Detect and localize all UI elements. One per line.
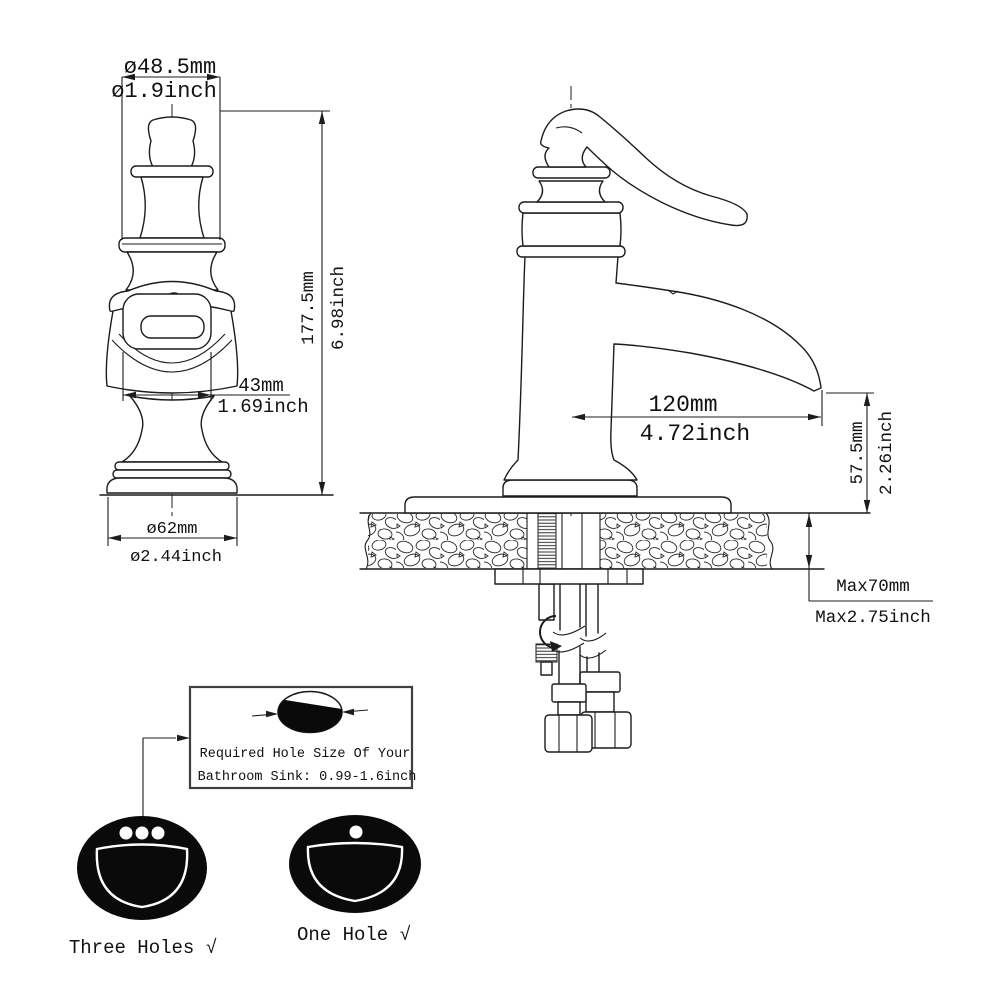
body-and-spout xyxy=(503,255,822,481)
side-view: 120mm 4.72inch 57.5mm 2.26inch Max70mm M… xyxy=(359,86,933,753)
dim-spout-reach: 120mm 4.72inch xyxy=(572,390,823,447)
front-view: ø48.5mm ø1.9inch 177.5mm 6.98inch 43mm 1… xyxy=(99,55,349,567)
note-line1: Required Hole Size Of Your xyxy=(200,747,411,762)
dim-spout-height-inch: 2.26inch xyxy=(877,411,897,495)
dim-base-width-inch: ø2.44inch xyxy=(130,548,222,567)
deck-plate xyxy=(404,496,732,514)
side-handle xyxy=(539,108,748,227)
side-body xyxy=(404,108,822,514)
countertop xyxy=(359,512,871,570)
dim-base-width-mm: ø62mm xyxy=(146,520,197,539)
three-hole-sink-icon xyxy=(77,816,207,920)
note-line2: Bathroom Sink: 0.99-1.6inch xyxy=(198,770,417,785)
dim-spout-width-mm: 43mm xyxy=(238,375,284,397)
three-holes-label: Three Holes √ xyxy=(69,937,217,959)
dim-spout-reach-mm: 120mm xyxy=(648,392,717,418)
hose-nut-front xyxy=(544,714,593,753)
front-body xyxy=(99,280,334,496)
one-hole-label: One Hole √ xyxy=(297,924,411,946)
dim-mount-thickness-inch: Max2.75inch xyxy=(815,608,931,628)
dim-height-inch: 6.98inch xyxy=(329,266,349,350)
dim-handle-width: ø48.5mm ø1.9inch xyxy=(111,55,221,240)
dim-spout-width: 43mm 1.69inch xyxy=(122,352,309,418)
dim-spout-width-inch: 1.69inch xyxy=(217,396,308,418)
dim-handle-width-inch: ø1.9inch xyxy=(111,79,217,104)
front-base xyxy=(106,477,238,494)
dim-height: 177.5mm 6.98inch xyxy=(220,110,349,495)
dim-mount-thickness: Max70mm Max2.75inch xyxy=(805,513,933,628)
dim-height-mm: 177.5mm xyxy=(299,271,319,345)
front-handle xyxy=(118,116,226,291)
dim-spout-height: 57.5mm 2.26inch xyxy=(826,392,897,513)
dim-base-width: ø62mm ø2.44inch xyxy=(107,497,238,567)
sink-option-three-holes: Three Holes √ xyxy=(69,816,217,959)
mounting-stud xyxy=(535,583,562,676)
dim-spout-height-mm: 57.5mm xyxy=(848,421,868,484)
threaded-shank xyxy=(537,512,557,570)
mounting-washer xyxy=(494,568,644,585)
sink-option-one-hole: One Hole √ xyxy=(289,815,421,946)
supply-hose-front xyxy=(544,583,593,753)
supply-lines xyxy=(494,568,644,753)
dim-spout-reach-inch: 4.72inch xyxy=(640,421,750,447)
hole-size-note: Required Hole Size Of Your Bathroom Sink… xyxy=(142,685,417,817)
dim-mount-thickness-mm: Max70mm xyxy=(836,577,910,597)
dim-handle-width-mm: ø48.5mm xyxy=(124,55,216,80)
